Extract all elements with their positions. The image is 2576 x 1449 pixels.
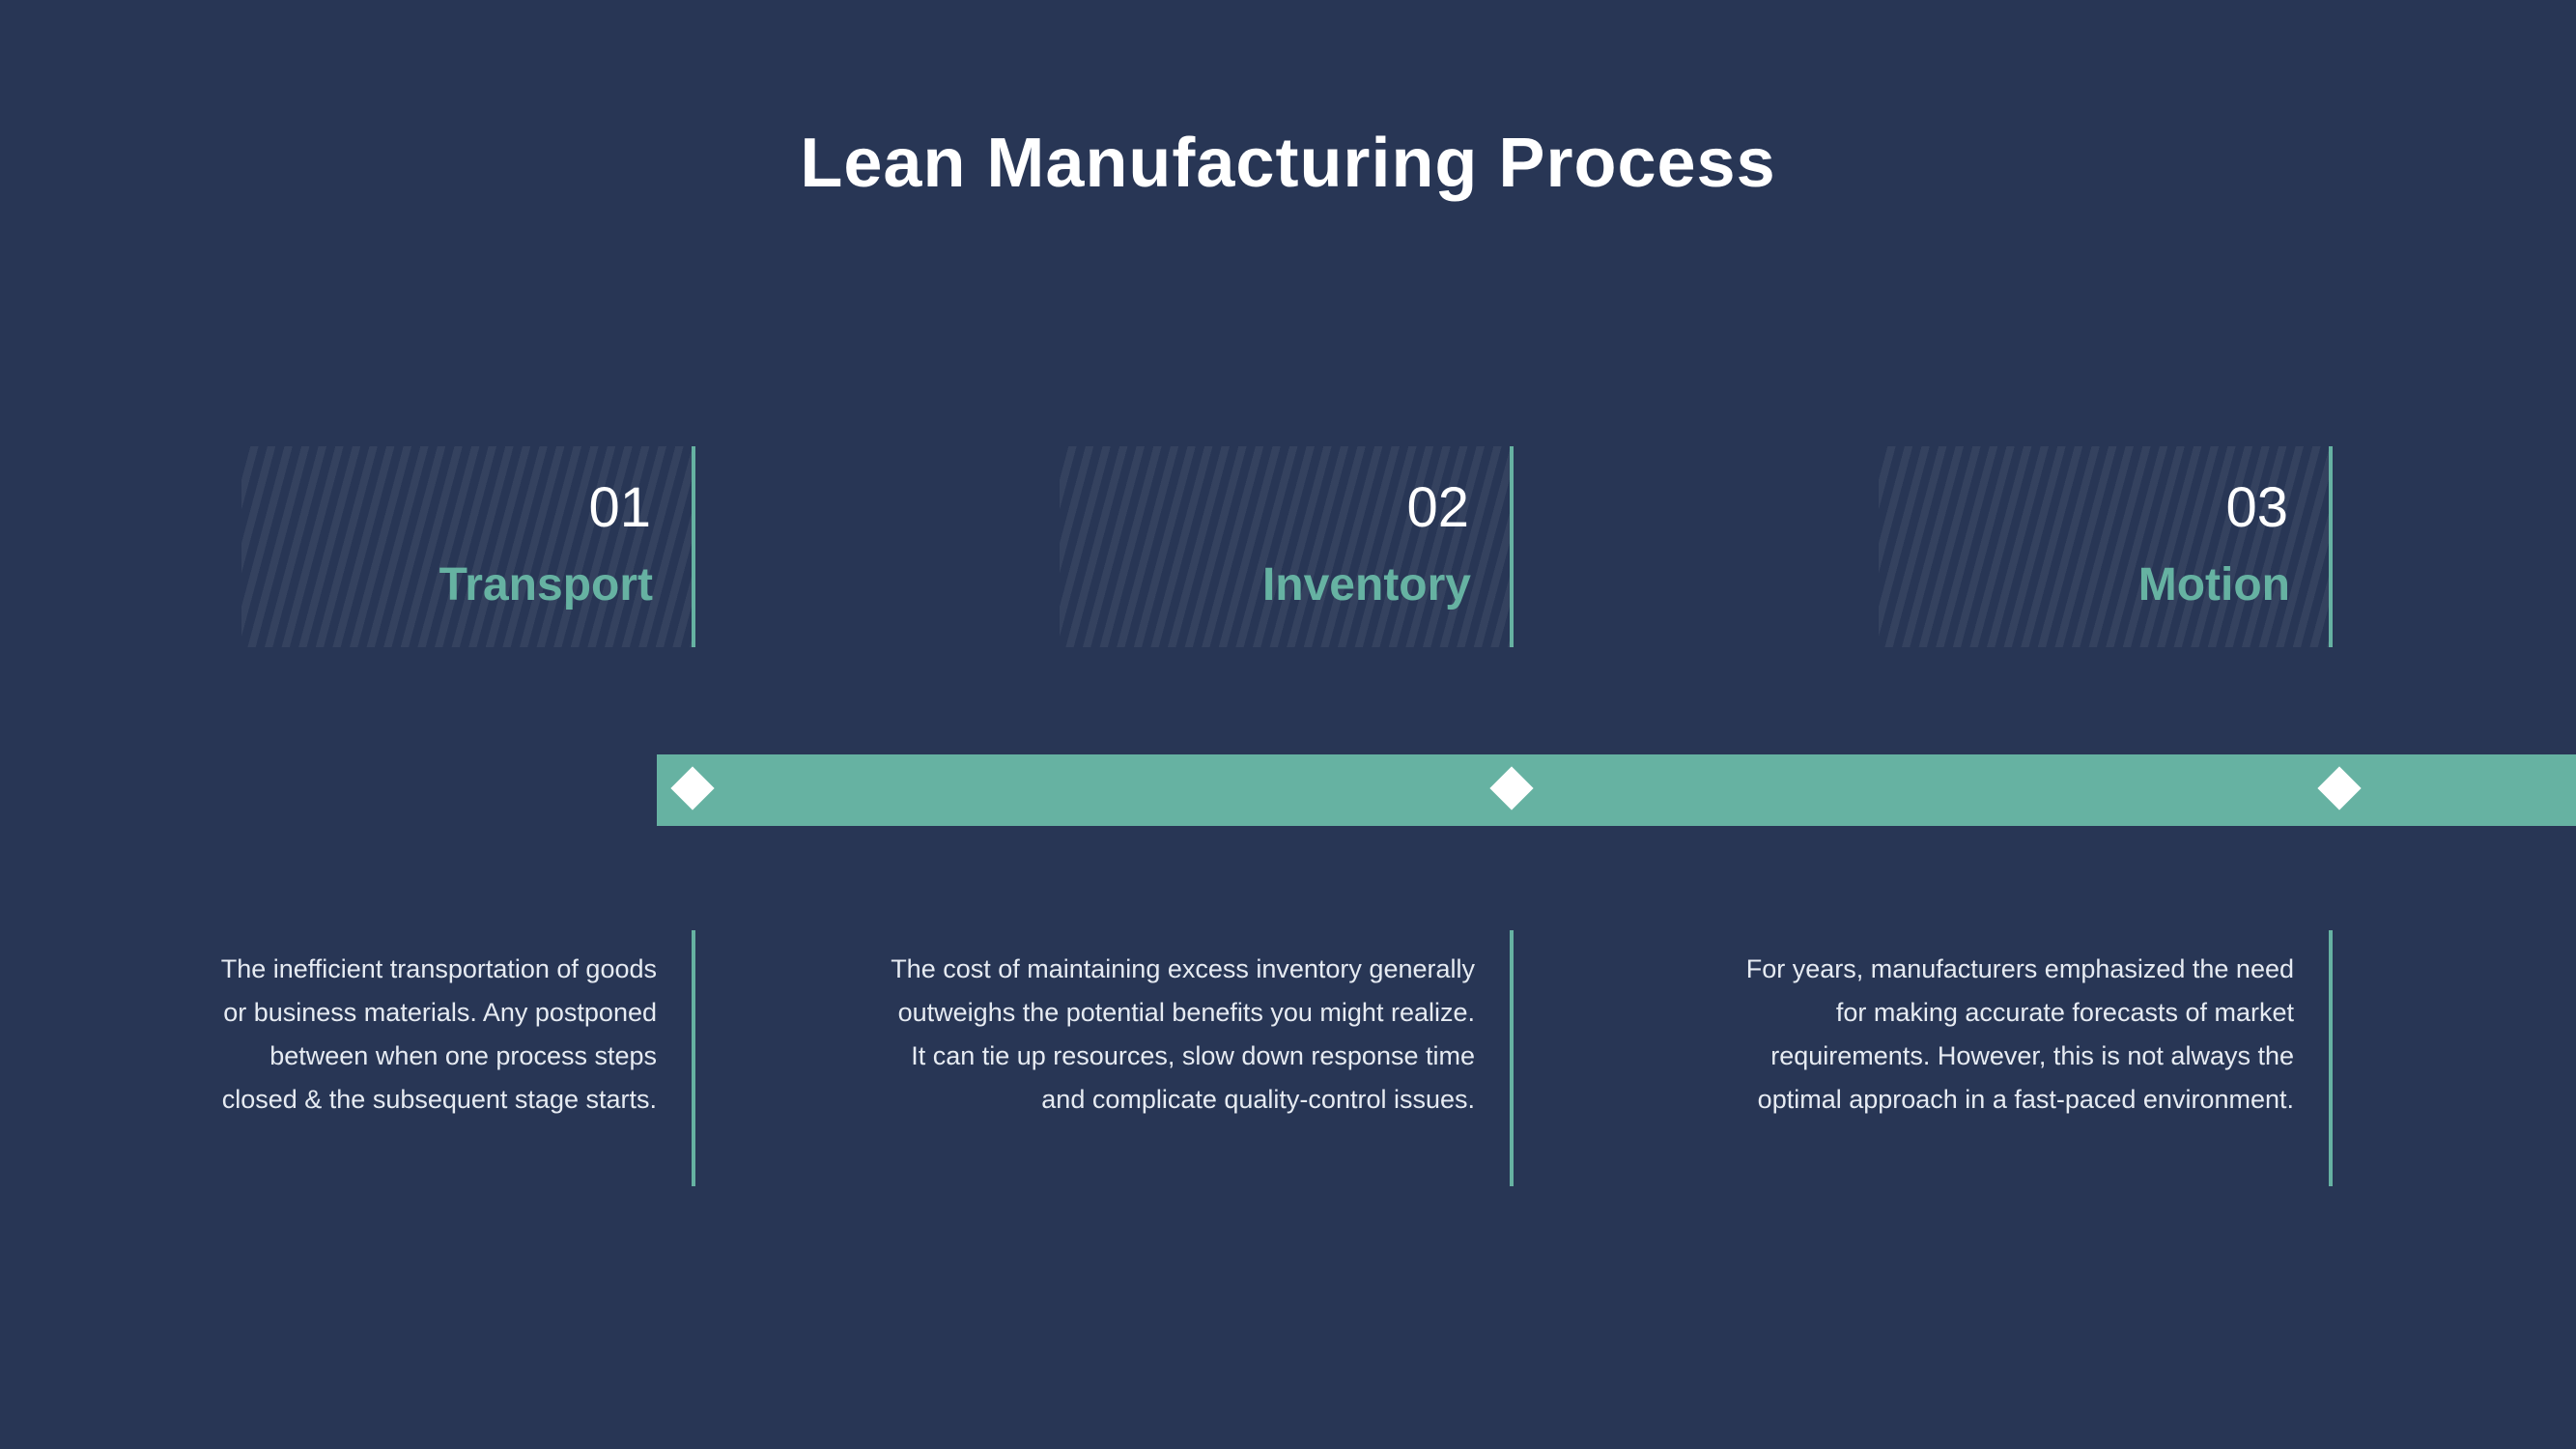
description-text: For years, manufacturers emphasized the … [1618,948,2294,1122]
description-line: and complicate quality-control issues. [1041,1085,1475,1114]
step-description-2: The cost of maintaining excess inventory… [818,930,1514,1186]
timeline-bar [657,754,2576,826]
step-label: Inventory [1261,559,1471,611]
description-line: closed & the subsequent stage starts. [221,1085,657,1114]
description-line: or business materials. Any postponed [223,998,657,1027]
step-label: Transport [439,559,653,611]
description-line: requirements. However, this is not alway… [1770,1041,2294,1070]
description-text: The cost of maintaining excess inventory… [799,948,1475,1122]
description-text: The inefficient transportation of goods … [0,948,657,1122]
step-number: 02 [1406,476,1469,539]
step-card-2: 02 Inventory [1060,446,1514,647]
step-number: 03 [2225,476,2288,539]
description-line: outweighs the potential benefits you mig… [897,998,1475,1027]
description-line: The cost of maintaining excess inventory… [891,954,1475,983]
description-line: For years, manufacturers emphasized the … [1745,954,2294,983]
description-line: optimal approach in a fast-paced environ… [1757,1085,2294,1114]
step-card-3: 03 Motion [1879,446,2333,647]
step-description-1: The inefficient transportation of goods … [0,930,695,1186]
description-line: between when one process steps [269,1041,657,1070]
slide-title: Lean Manufacturing Process [800,125,1776,202]
step-number: 01 [588,476,651,539]
step-label: Motion [2137,559,2290,611]
description-line: It can tie up resources, slow down respo… [911,1041,1475,1070]
description-line: for making accurate forecasts of market [1835,998,2294,1027]
step-card-1: 01 Transport [241,446,695,647]
description-line: The inefficient transportation of goods [220,954,657,983]
step-description-3: For years, manufacturers emphasized the … [1637,930,2333,1186]
